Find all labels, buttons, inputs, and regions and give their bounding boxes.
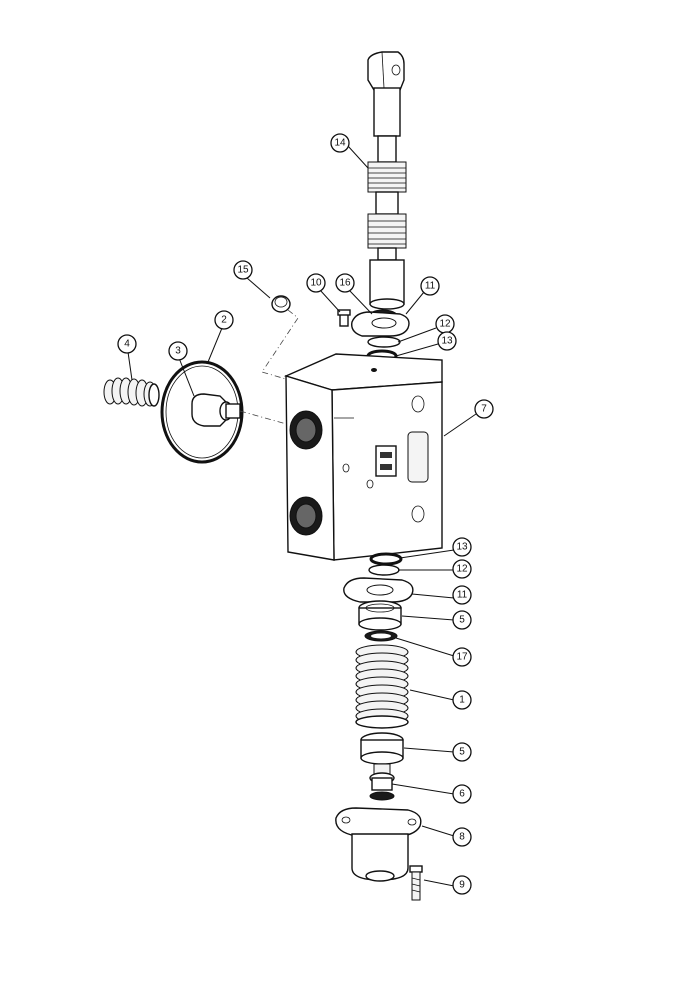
svg-text:3: 3	[175, 346, 181, 357]
svg-text:7: 7	[481, 404, 487, 415]
svg-text:5: 5	[459, 747, 465, 758]
callout-14: 14	[330, 133, 350, 153]
callout-5-lower: 5	[452, 742, 472, 762]
svg-text:16: 16	[339, 278, 351, 289]
svg-text:10: 10	[310, 278, 322, 289]
svg-text:13: 13	[456, 542, 468, 553]
callout-6: 6	[452, 784, 472, 804]
screw-9	[409, 865, 423, 901]
svg-text:6: 6	[459, 789, 465, 800]
svg-text:1: 1	[459, 695, 465, 706]
svg-text:5: 5	[459, 615, 465, 626]
svg-text:15: 15	[237, 265, 249, 276]
lower-oring-13	[369, 552, 403, 566]
callout-3: 3	[168, 341, 188, 361]
svg-text:4: 4	[124, 339, 130, 350]
svg-text:17: 17	[456, 652, 468, 663]
callout-11-lower: 11	[452, 585, 472, 605]
svg-text:12: 12	[456, 564, 468, 575]
callout-1: 1	[452, 690, 472, 710]
callout-5-upper: 5	[452, 610, 472, 630]
lower-spring-seat-5	[360, 732, 404, 765]
main-spring-1	[355, 644, 409, 729]
end-cap-8	[335, 807, 422, 882]
svg-text:11: 11	[425, 281, 436, 292]
spring-4	[103, 377, 160, 407]
svg-text:8: 8	[459, 832, 465, 843]
callout-16: 16	[335, 273, 355, 293]
callout-10: 10	[306, 273, 326, 293]
callout-12-lower: 12	[452, 559, 472, 579]
upper-spring-seat-5	[358, 600, 402, 631]
plug-3	[191, 393, 241, 427]
callout-7: 7	[474, 399, 494, 419]
leader-lines	[127, 145, 477, 887]
svg-text:2: 2	[221, 315, 227, 326]
lower-retainer-plate	[343, 577, 414, 603]
callout-2: 2	[214, 310, 234, 330]
valve-body	[283, 353, 443, 561]
stop-bolt-6	[369, 763, 395, 801]
svg-text:9: 9	[459, 880, 465, 891]
upper-ring-12	[367, 336, 401, 348]
callout-17: 17	[452, 647, 472, 667]
callout-15: 15	[233, 260, 253, 280]
screw-10	[337, 309, 351, 327]
svg-text:11: 11	[457, 590, 468, 601]
callout-8: 8	[452, 827, 472, 847]
callout-13-upper: 13	[437, 331, 457, 351]
svg-text:13: 13	[441, 336, 453, 347]
callout-4: 4	[117, 334, 137, 354]
callout-12-upper: 12	[435, 314, 455, 334]
svg-text:14: 14	[334, 138, 346, 149]
spool	[367, 51, 407, 310]
svg-text:12: 12	[439, 319, 451, 330]
callout-13-lower: 13	[452, 537, 472, 557]
callout-11-upper: 11	[420, 276, 440, 296]
upper-retainer-plate	[351, 311, 410, 337]
cap-15	[271, 295, 291, 313]
callout-9: 9	[452, 875, 472, 895]
lower-ring-12	[368, 564, 400, 576]
